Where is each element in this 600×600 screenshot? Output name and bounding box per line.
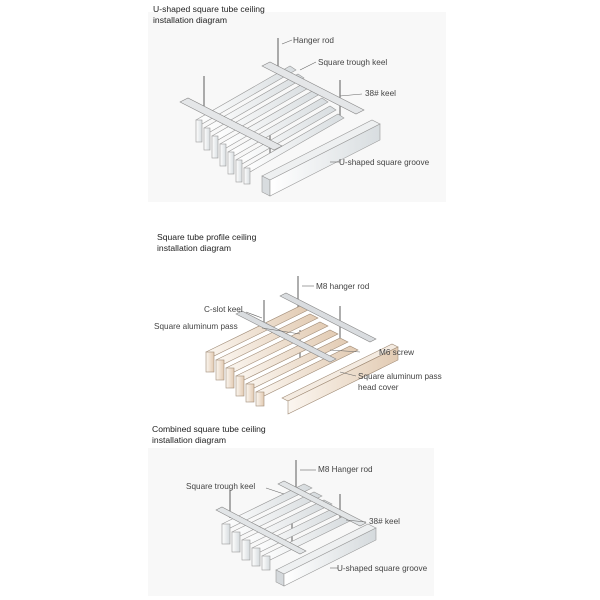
label-square-trough-keel: Square trough keel <box>318 58 388 67</box>
label-head-cover-line1: Square aluminum pass <box>358 372 442 381</box>
u-shaped-ceiling-illustration <box>179 38 381 197</box>
u-shaped-groove <box>261 119 381 197</box>
label-u-shaped-groove: U-shaped square groove <box>337 564 428 573</box>
label-square-trough-keel: Square trough keel <box>186 482 256 491</box>
label-hanger-rod: Hanger rod <box>293 36 334 45</box>
diagram-u-shaped: U-shaped square tube ceiling installatio… <box>0 0 600 205</box>
label-38-keel: 38# keel <box>365 89 396 98</box>
label-head-cover-line2: head cover <box>358 383 399 392</box>
diagram-title: Square tube profile ceiling installation… <box>157 232 257 253</box>
cross-keels <box>179 61 365 151</box>
diagram-combined-square-tube: Combined square tube ceiling installatio… <box>0 420 600 600</box>
label-square-aluminum-pass: Square aluminum pass <box>154 322 238 331</box>
diagram-title: U-shaped square tube ceiling installatio… <box>153 4 265 25</box>
leader-lines <box>281 39 363 163</box>
diagram-square-tube-profile: Square tube profile ceiling installation… <box>0 220 600 420</box>
label-c-slot-keel: C-slot keel <box>204 305 243 314</box>
label-u-shaped-groove: U-shaped square groove <box>339 158 430 167</box>
label-m6-screw: M6 screw <box>379 348 415 357</box>
combined-ceiling-illustration <box>215 460 377 587</box>
label-m8-hanger-rod: M8 hanger rod <box>316 282 370 291</box>
label-38-keel: 38# keel <box>369 517 400 526</box>
diagram-title: Combined square tube ceiling installatio… <box>152 424 266 445</box>
label-m8-hanger-rod: M8 Hanger rod <box>318 465 373 474</box>
square-tube-profile-illustration <box>205 276 399 415</box>
